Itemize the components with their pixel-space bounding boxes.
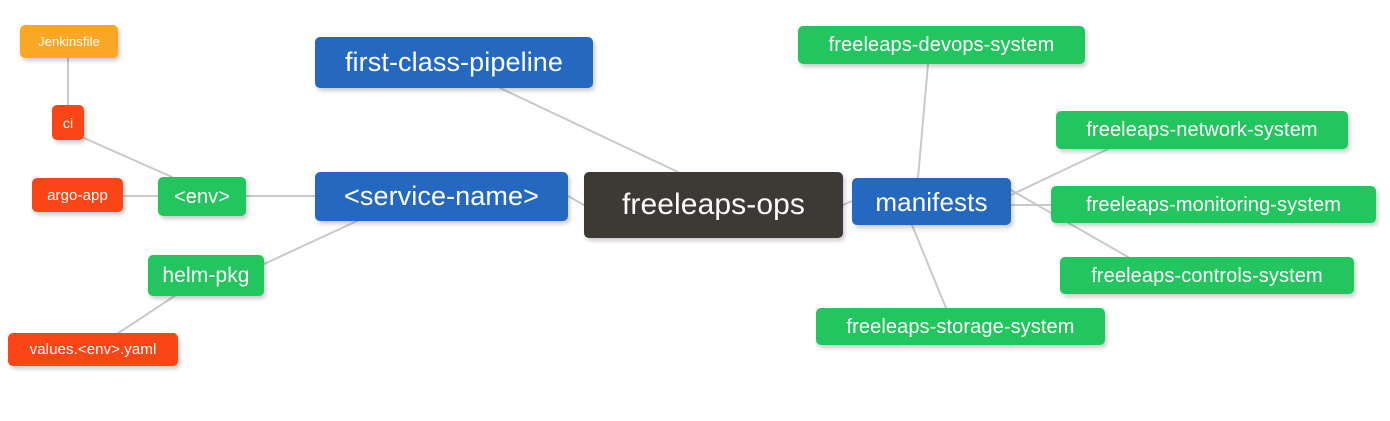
edge-service-name-to-helm-pkg bbox=[263, 220, 358, 265]
node-label: freeleaps-devops-system bbox=[828, 34, 1055, 56]
edge-helm-pkg-to-values-yaml bbox=[116, 294, 177, 335]
mindmap-node-pipeline[interactable]: first-class-pipeline bbox=[315, 37, 593, 88]
node-label: first-class-pipeline bbox=[344, 47, 564, 77]
mindmap-node-service-name[interactable]: <service-name> bbox=[315, 172, 568, 221]
mindmap-node-env[interactable]: <env> bbox=[158, 177, 246, 216]
mindmap-node-jenkinsfile[interactable]: Jenkinsfile bbox=[20, 25, 118, 58]
node-label: freeleaps-controls-system bbox=[1091, 264, 1323, 287]
edge-manifests-to-storage-sys bbox=[911, 224, 947, 309]
mindmap-node-manifests[interactable]: manifests bbox=[852, 178, 1011, 225]
mindmap-node-argo-app[interactable]: argo-app bbox=[32, 178, 123, 212]
node-label: freeleaps-ops bbox=[621, 188, 806, 221]
mindmap-node-values-yaml[interactable]: values.<env>.yaml bbox=[8, 333, 178, 366]
node-label: values.<env>.yaml bbox=[29, 341, 157, 358]
edge-root-to-service-name bbox=[567, 195, 585, 206]
edge-root-to-manifests bbox=[842, 200, 853, 206]
node-label: ci bbox=[62, 114, 74, 131]
node-label: freeleaps-network-system bbox=[1086, 119, 1318, 141]
mindmap-node-monitoring-sys[interactable]: freeleaps-monitoring-system bbox=[1051, 186, 1376, 223]
node-label: argo-app bbox=[47, 186, 108, 204]
mindmap-node-storage-sys[interactable]: freeleaps-storage-system bbox=[816, 308, 1105, 345]
mindmap-node-devops-sys[interactable]: freeleaps-devops-system bbox=[798, 26, 1085, 64]
mindmap-node-root[interactable]: freeleaps-ops bbox=[584, 172, 843, 238]
edge-manifests-to-devops-sys bbox=[917, 63, 929, 179]
node-label: <service-name> bbox=[344, 181, 539, 211]
node-label: <env> bbox=[173, 185, 231, 208]
node-label: helm-pkg bbox=[162, 264, 250, 287]
node-label: manifests bbox=[875, 186, 988, 217]
edge-root-to-pipeline bbox=[499, 87, 679, 173]
node-label: freeleaps-storage-system bbox=[846, 315, 1075, 338]
mindmap-node-controls-sys[interactable]: freeleaps-controls-system bbox=[1060, 257, 1354, 294]
node-label: freeleaps-monitoring-system bbox=[1085, 193, 1341, 216]
edge-manifests-to-network-sys bbox=[1010, 148, 1109, 196]
edge-env-to-ci bbox=[83, 137, 173, 178]
mindmap-node-ci[interactable]: ci bbox=[52, 105, 84, 140]
node-label: Jenkinsfile bbox=[38, 34, 100, 49]
edge-manifests-to-controls-sys bbox=[1010, 189, 1129, 258]
mindmap-node-network-sys[interactable]: freeleaps-network-system bbox=[1056, 111, 1348, 149]
mindmap-node-helm-pkg[interactable]: helm-pkg bbox=[148, 255, 264, 296]
